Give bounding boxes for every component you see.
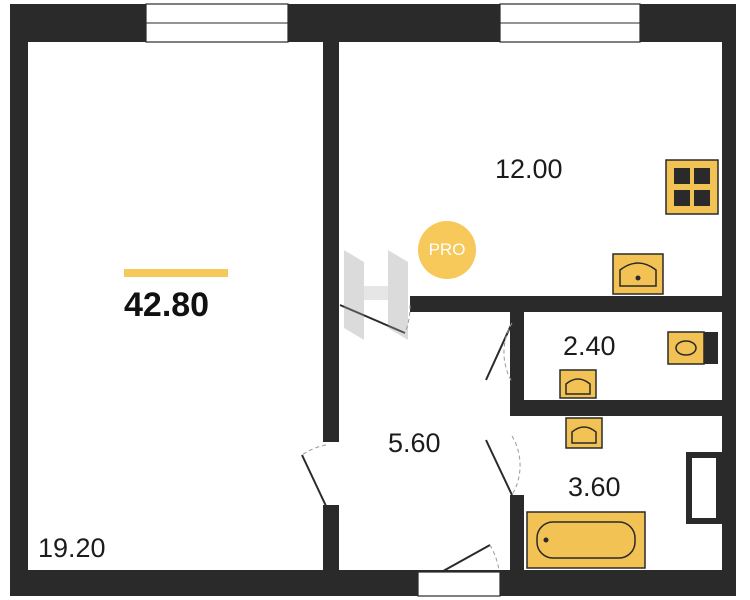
living-room-area: 19.20	[38, 533, 106, 563]
total-area-underline	[124, 269, 228, 277]
partition-hall-bath	[510, 495, 524, 570]
bathroom-area: 3.60	[568, 472, 621, 502]
partition-living-kitchen	[323, 42, 339, 442]
partition-kitchen-wet	[410, 296, 722, 312]
partition-hall-toilet	[510, 312, 524, 400]
kitchen-door[interactable]	[339, 304, 411, 334]
bathroom-washbasin-icon	[565, 417, 603, 449]
left-wall	[10, 4, 28, 596]
living-room-door[interactable]	[301, 444, 327, 507]
toilet-area: 2.40	[563, 331, 616, 361]
logo-watermark	[344, 250, 408, 340]
bathroom-door[interactable]	[485, 435, 521, 496]
entrance-door[interactable]	[417, 544, 501, 597]
partition-living-hall-lower	[323, 505, 339, 570]
kitchen-sink-icon	[612, 253, 664, 295]
kitchen-area: 12.00	[495, 154, 563, 184]
toilet-icon	[667, 331, 718, 365]
bottom-wall	[10, 570, 736, 596]
living-room-window	[145, 3, 289, 43]
hallway-area: 5.60	[388, 428, 441, 458]
bathroom-cabinet-icon	[686, 452, 722, 524]
toilet-door[interactable]	[485, 322, 513, 383]
pro-badge: PRO	[418, 221, 476, 279]
right-wall	[722, 4, 736, 596]
bathtub-icon	[526, 511, 646, 569]
kitchen-window	[499, 3, 641, 43]
partition-toilet-bath	[510, 400, 722, 416]
toilet-washbasin-icon	[559, 369, 597, 399]
total-area: 42.80	[124, 286, 210, 324]
stove-icon	[665, 159, 719, 215]
